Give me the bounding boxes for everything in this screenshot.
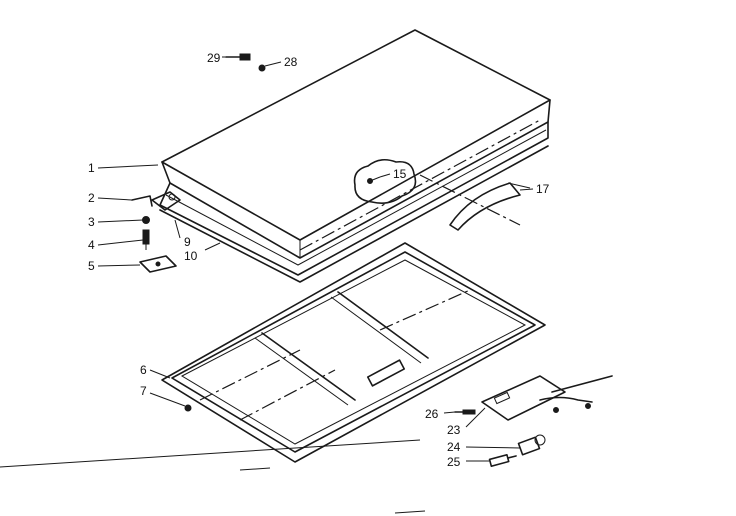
callout-17: 17 xyxy=(536,182,550,196)
callout-5: 5 xyxy=(88,259,95,273)
callout-26: 26 xyxy=(425,407,439,421)
lid-assembly xyxy=(151,29,551,283)
leader-lines xyxy=(97,56,534,462)
lid-handle xyxy=(449,182,531,231)
fastener-detail-cloud xyxy=(353,158,417,204)
callout-labels: 1 2 3 4 5 6 7 9 10 15 17 23 24 25 26 28 … xyxy=(88,51,550,469)
callout-1: 1 xyxy=(88,161,95,175)
callout-24: 24 xyxy=(447,440,461,454)
top-screws xyxy=(225,53,266,72)
callout-23: 23 xyxy=(447,423,461,437)
glass-frame-assembly xyxy=(161,242,546,463)
callout-10: 10 xyxy=(184,249,198,263)
hinge-hardware xyxy=(131,195,177,273)
callout-9: 9 xyxy=(184,235,191,249)
reference-lines xyxy=(0,439,426,514)
callout-3: 3 xyxy=(88,215,95,229)
callout-6: 6 xyxy=(140,363,147,377)
callout-15: 15 xyxy=(393,167,407,181)
callout-2: 2 xyxy=(88,191,95,205)
light-assembly xyxy=(454,375,613,467)
callout-7: 7 xyxy=(140,384,147,398)
callout-28: 28 xyxy=(284,55,298,69)
callout-29: 29 xyxy=(207,51,221,65)
callout-4: 4 xyxy=(88,238,95,252)
callout-25: 25 xyxy=(447,455,461,469)
